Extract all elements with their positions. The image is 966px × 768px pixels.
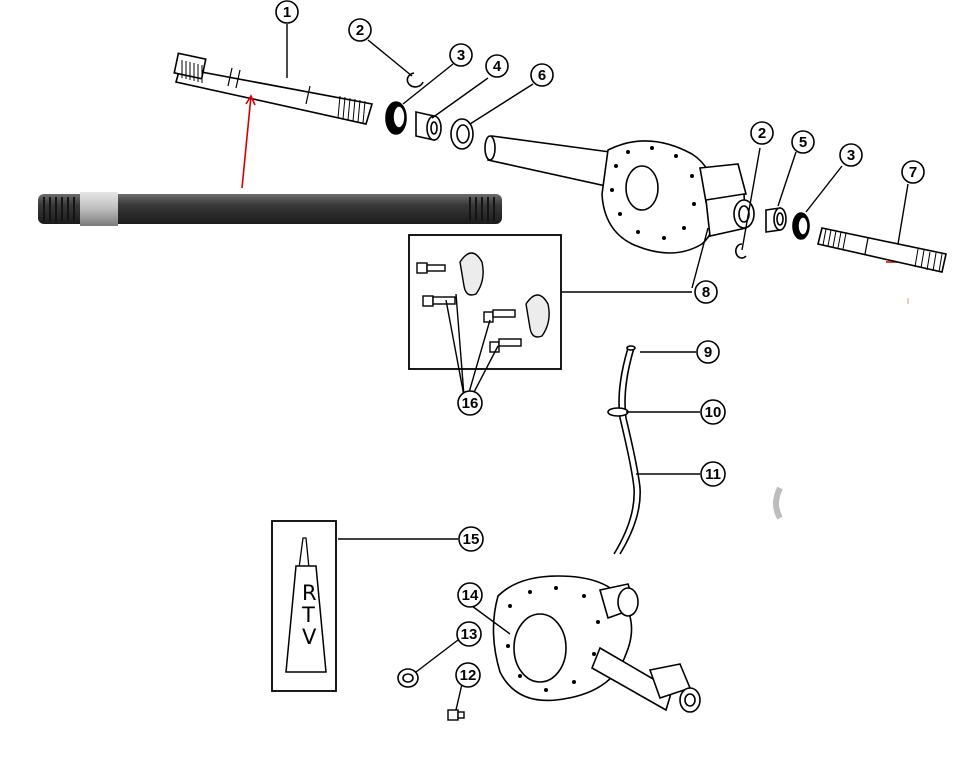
callout-9: 9 [696, 340, 720, 364]
callout-8: 8 [694, 280, 718, 304]
rtv-letter-r: R [302, 581, 317, 605]
callout-10: 10 [700, 399, 726, 425]
svg-text:3: 3 [457, 47, 465, 64]
svg-text:6: 6 [538, 67, 546, 84]
svg-text:2: 2 [356, 22, 364, 39]
bearing-cap [459, 252, 484, 296]
callout-13: 13 [456, 621, 482, 647]
drain-bolt [447, 709, 465, 721]
snap-ring-left [406, 72, 424, 88]
axle-housing-upper [484, 135, 755, 254]
svg-text:13: 13 [461, 626, 478, 643]
svg-text:7: 7 [909, 164, 917, 181]
bolt [483, 309, 516, 323]
vent-hose [607, 345, 641, 555]
svg-text:9: 9 [704, 344, 712, 361]
callout-5: 5 [791, 130, 815, 154]
bearing-cap [525, 294, 550, 338]
rtv-letter-t: T [301, 603, 315, 627]
edge-smudge [773, 486, 783, 520]
bearing-right [765, 207, 787, 233]
thrust-washer [450, 118, 474, 150]
shaft-photo [38, 192, 502, 226]
callout-2: 2 [348, 18, 372, 42]
svg-text:12: 12 [460, 667, 477, 684]
callout-14: 14 [457, 582, 483, 608]
rtv-tube-inset [271, 520, 337, 692]
hose-clamp [607, 407, 629, 417]
callout-1: 1 [275, 0, 299, 24]
svg-text:15: 15 [463, 531, 480, 548]
svg-text:8: 8 [702, 284, 710, 301]
svg-text:14: 14 [462, 587, 479, 604]
rtv-letter-v: V [302, 625, 317, 649]
leader-lines [286, 24, 909, 711]
seal-right [792, 212, 810, 240]
right-axle-shaft [817, 227, 947, 273]
svg-text:2: 2 [758, 125, 766, 142]
callout-7: 7 [901, 160, 925, 184]
svg-text:10: 10 [705, 404, 722, 421]
svg-text:3: 3 [847, 147, 855, 164]
callout-16: 16 [457, 390, 483, 416]
callout-6: 6 [530, 63, 554, 87]
callout-11: 11 [700, 461, 726, 487]
svg-text:4: 4 [493, 58, 502, 75]
left-axle-shaft [173, 52, 374, 125]
differential-housing-lower [492, 575, 701, 713]
seal-left [385, 101, 407, 135]
svg-text:1: 1 [283, 4, 291, 21]
bearing-cap-inset [408, 234, 562, 370]
svg-text:16: 16 [462, 395, 479, 412]
callout-3: 3 [839, 143, 863, 167]
callout-3: 3 [449, 43, 473, 67]
callout-4: 4 [485, 54, 509, 78]
red-arrow [241, 94, 256, 189]
snap-ring-right [735, 243, 747, 259]
callout-2: 2 [750, 121, 774, 145]
svg-text:11: 11 [705, 466, 721, 483]
svg-text:5: 5 [799, 134, 807, 151]
callout-15: 15 [458, 526, 484, 552]
bolt [416, 262, 446, 274]
fill-plug [397, 668, 419, 688]
bolt [422, 295, 456, 307]
callout-12: 12 [455, 662, 481, 688]
bearing-left [415, 111, 442, 141]
